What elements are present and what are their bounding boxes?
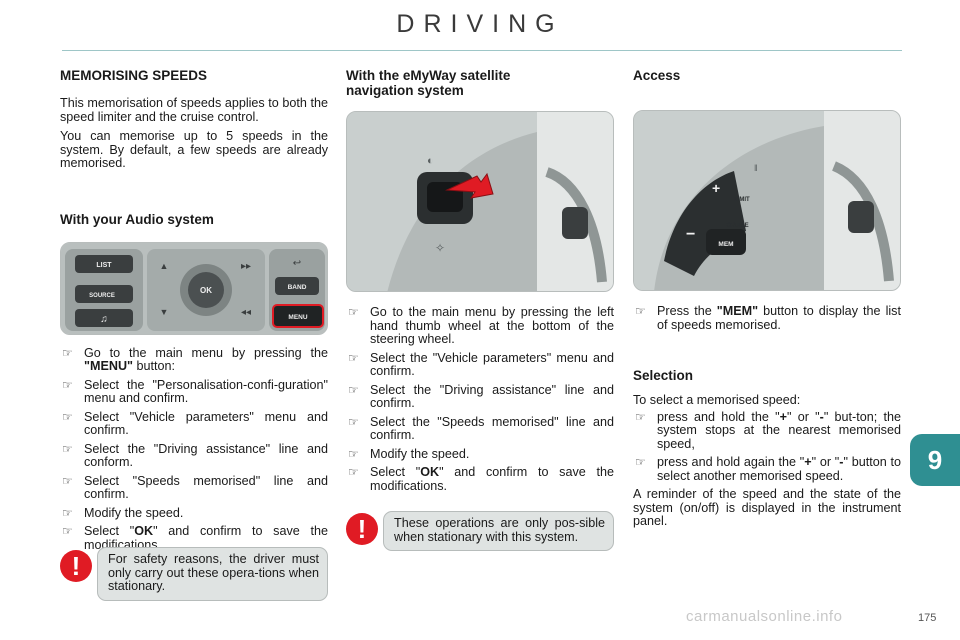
reminder-paragraph: A reminder of the speed and the state of…	[633, 487, 901, 528]
list-item: ☞Select "Speeds memorised" line and conf…	[62, 473, 328, 501]
section-heading-access: Access	[633, 68, 681, 83]
list-item: ☞Select the "Personalisation-confi-gurat…	[62, 377, 328, 405]
section-heading-audio: With your Audio system	[60, 211, 214, 227]
music-note-icon: ♫	[100, 314, 108, 325]
chapter-tab: 9	[910, 434, 960, 486]
pointing-hand-icon: ☞	[348, 382, 359, 397]
page-number: 175	[918, 612, 937, 624]
column-access: Access + − LIMIT CRUISE MEM ǁ ☞Press the…	[633, 64, 901, 529]
emyway-steps-list: ☞Go to the main menu by pressing the lef…	[346, 305, 614, 493]
band-button-label: BAND	[288, 284, 307, 291]
list-button-label: LIST	[96, 262, 112, 269]
mem-button-label: MEM	[718, 241, 733, 248]
source-button-label: SOURCE	[89, 293, 115, 299]
pointing-hand-icon: ☞	[62, 345, 73, 360]
list-item: ☞Select "OK" and confirm to save the mod…	[62, 524, 328, 552]
limit-label: LIMIT	[734, 197, 750, 203]
pointing-hand-icon: ☞	[348, 350, 359, 365]
list-item: ☞Press the "MEM" button to display the l…	[635, 304, 901, 332]
exclamation-icon: !	[346, 513, 378, 545]
list-item: ☞Modify the speed.	[348, 446, 470, 461]
warning-audio: ! For safety reasons, the driver must on…	[60, 547, 328, 601]
fast-forward-icon: ▸▸	[241, 261, 251, 272]
steering-wheel-thumbwheel-image: ◐ ✧	[346, 111, 614, 292]
list-item: ☞Select the "Driving assistance" line an…	[348, 382, 614, 410]
column-audio: MEMORISING SPEEDS This memorisation of s…	[60, 64, 328, 557]
pointing-hand-icon: ☞	[348, 465, 359, 479]
arrow-down-icon: ▼	[160, 307, 169, 317]
column-emyway: With the eMyWay satellite navigation sys…	[346, 64, 614, 498]
ok-button-label: OK	[200, 286, 212, 295]
warning-text-audio: For safety reasons, the driver must only…	[97, 547, 328, 601]
pointing-hand-icon: ☞	[62, 409, 73, 424]
exclamation-icon: !	[60, 550, 92, 582]
pointing-hand-icon: ☞	[635, 455, 646, 469]
section-heading-selection: Selection	[633, 368, 694, 383]
pointing-hand-icon: ☞	[635, 304, 646, 318]
list-item: ☞Select the "Speeds memorised" line and …	[348, 414, 614, 442]
list-item: ☞Select the "Driving assistance" line an…	[62, 441, 328, 469]
list-item: ☞Go to the main menu by pressing the lef…	[348, 305, 614, 346]
warning-text-emyway: These operations are only pos-sible when…	[383, 511, 614, 551]
intro-paragraph-2: You can memorise up to 5 speeds in the s…	[60, 129, 328, 170]
section-heading-emyway: With the eMyWay satellite navigation sys…	[346, 68, 511, 98]
pointing-hand-icon: ☞	[62, 473, 73, 488]
steering-wheel-mem-image: + − LIMIT CRUISE MEM ǁ	[633, 110, 901, 291]
section-heading-memorising: MEMORISING SPEEDS	[60, 68, 208, 83]
audio-steps-list: ☞Go to the main menu by pressing the "ME…	[60, 345, 328, 553]
list-item: ☞Go to the main menu by pressing the "ME…	[62, 345, 328, 373]
brightness-icon: ◐	[427, 155, 434, 167]
warning-emyway: ! These operations are only pos-sible wh…	[346, 511, 614, 551]
watermark: carmanualsonline.info	[686, 608, 843, 625]
page-title: DRIVING	[396, 10, 564, 38]
list-item: ☞press and hold again the "+" or "-" but…	[635, 455, 901, 483]
arrow-up-icon: ▲	[160, 261, 169, 271]
access-steps-list: ☞Press the "MEM" button to display the l…	[633, 304, 901, 332]
selection-steps-list: ☞press and hold the "+" or "-" but-ton; …	[633, 409, 902, 484]
list-item: ☞press and hold the "+" or "-" but-ton; …	[635, 409, 902, 451]
plus-icon: +	[712, 180, 720, 196]
list-item: ☞Select "Vehicle parameters" menu and co…	[62, 409, 328, 437]
rewind-icon: ◂◂	[241, 307, 251, 318]
header-rule	[62, 50, 902, 51]
pointing-hand-icon: ☞	[62, 524, 73, 538]
pointing-hand-icon: ☞	[348, 305, 359, 319]
list-item: ☞Select "OK" and confirm to save the mod…	[348, 465, 614, 493]
pointing-hand-icon: ☞	[635, 409, 646, 424]
menu-button-label: MENU	[288, 314, 307, 321]
pointing-hand-icon: ☞	[62, 377, 73, 392]
pointing-hand-icon: ☞	[62, 441, 73, 456]
list-item: ☞Modify the speed.	[62, 505, 184, 520]
list-item: ☞Select the "Vehicle parameters" menu an…	[348, 350, 614, 378]
intro-paragraph-1: This memorisation of speeds applies to b…	[60, 96, 328, 124]
minus-icon: −	[686, 226, 695, 243]
pointing-hand-icon: ☞	[348, 446, 359, 461]
selection-intro: To select a memorised speed:	[633, 393, 801, 407]
pause-icon: ǁ	[754, 163, 758, 173]
pointing-hand-icon: ☞	[62, 505, 73, 520]
cruise-label: CRUISE	[726, 223, 749, 229]
audio-panel-image: LIST SOURCE ♫ OK ▲ ▼ ▸▸ ◂◂ ↩ BAND MENU	[60, 241, 328, 335]
pointing-hand-icon: ☞	[348, 414, 359, 429]
navigation-star-icon: ✧	[435, 241, 445, 255]
back-icon: ↩	[293, 258, 301, 269]
